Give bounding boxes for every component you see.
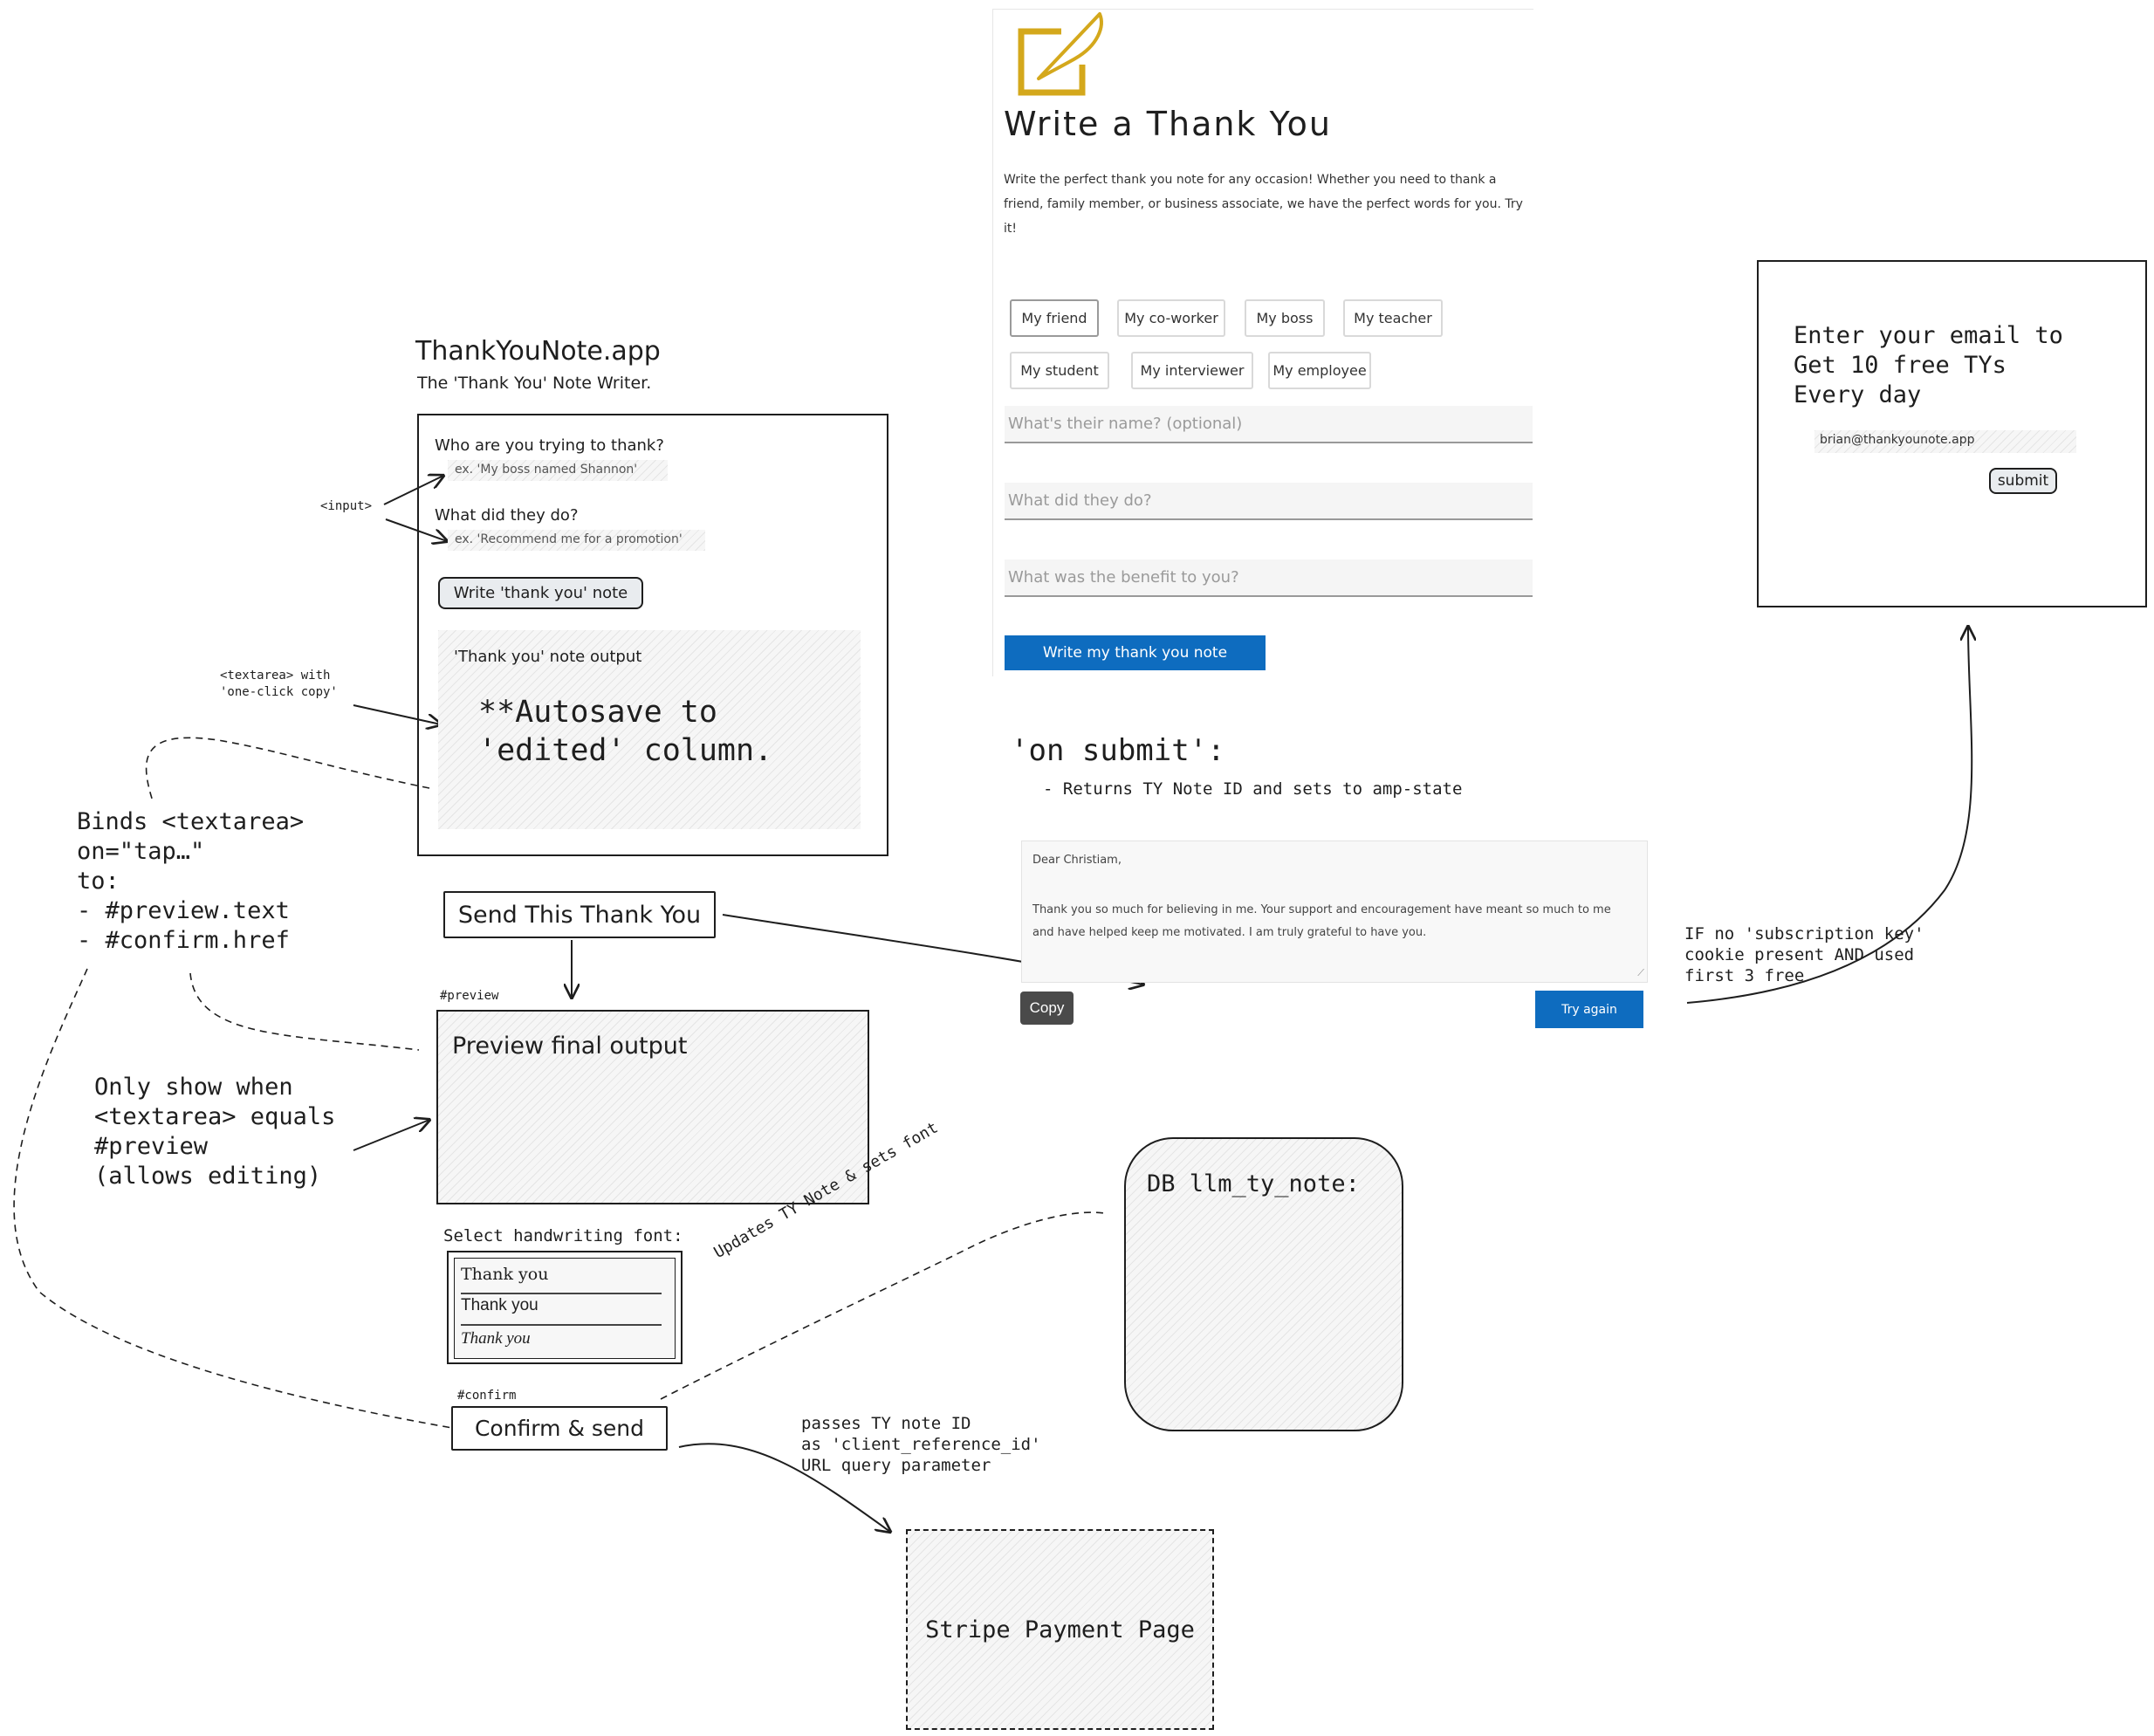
db-box: DB llm_ty_note: — [1124, 1137, 1403, 1431]
textarea-note: <textarea> with 'one-click copy' — [220, 669, 338, 699]
stripe-label: Stripe Payment Page — [925, 1616, 1195, 1643]
font-select[interactable]: Thank you Thank you Thank you — [447, 1251, 683, 1364]
font-option-3[interactable]: Thank you — [461, 1329, 531, 1348]
font-option-2[interactable]: Thank you — [461, 1296, 662, 1326]
input-tag-note: <input> — [320, 499, 373, 513]
chip-my-coworker[interactable]: My co-worker — [1117, 299, 1225, 337]
font-select-label: Select handwriting font: — [443, 1226, 683, 1245]
copy-button[interactable]: Copy — [1020, 992, 1074, 1025]
output-textarea[interactable]: 'Thank you' note output **Autosave to 'e… — [438, 630, 861, 829]
app-title: ThankYouNote.app — [415, 336, 661, 367]
email-modal: Enter your email to Get 10 free TYs Ever… — [1757, 260, 2147, 607]
mockup-panel — [992, 9, 1533, 676]
app-subtitle: The 'Thank You' Note Writer. — [417, 374, 652, 393]
resize-handle-icon[interactable]: ⟋ — [1637, 967, 1644, 978]
chip-my-employee[interactable]: My employee — [1268, 352, 1371, 389]
output-label: 'Thank you' note output — [454, 648, 642, 666]
name-field[interactable]: What's their name? (optional) — [1005, 406, 1533, 443]
preview-id: #preview — [440, 989, 499, 1003]
email-input[interactable]: brian@thankyounote.app — [1814, 430, 2076, 453]
try-again-button[interactable]: Try again — [1535, 991, 1643, 1028]
confirm-send-button[interactable]: Confirm & send — [451, 1406, 668, 1451]
binds-note: Binds <textarea> on="tap…" to: - #previe… — [77, 808, 305, 954]
if-no-subscription-note: IF no 'subscription key' cookie present … — [1684, 924, 1924, 985]
chip-my-interviewer[interactable]: My interviewer — [1131, 352, 1253, 389]
only-show-note: Only show when <textarea> equals #previe… — [94, 1074, 336, 1190]
chip-my-student[interactable]: My student — [1010, 352, 1109, 389]
write-note-button[interactable]: Write 'thank you' note — [438, 577, 643, 609]
q1-input[interactable]: ex. 'My boss named Shannon' — [448, 460, 668, 481]
chip-my-friend[interactable]: My friend — [1010, 299, 1099, 337]
result-greeting: Dear Christiam, — [1032, 854, 1122, 867]
on-submit-title: 'on submit': — [1011, 733, 1225, 768]
q2-label: What did they do? — [435, 506, 579, 525]
font-option-1[interactable]: Thank you — [461, 1265, 662, 1294]
pencil-square-icon — [1012, 10, 1110, 98]
preview-label: Preview final output — [452, 1033, 688, 1060]
preview-box: Preview final output — [436, 1010, 869, 1204]
send-thank-you-button[interactable]: Send This Thank You — [443, 891, 716, 938]
q1-label: Who are you trying to thank? — [435, 436, 664, 455]
q2-input[interactable]: ex. 'Recommend me for a promotion' — [448, 530, 705, 551]
stripe-payment-page: Stripe Payment Page — [906, 1529, 1214, 1730]
benefit-field[interactable]: What was the benefit to you? — [1005, 559, 1533, 597]
form-card — [417, 414, 888, 856]
result-body: Thank you so much for believing in me. Y… — [1032, 903, 1611, 939]
confirm-id: #confirm — [457, 1389, 517, 1403]
mockup-description: Write the perfect thank you note for any… — [1004, 173, 1523, 236]
email-modal-heading: Enter your email to Get 10 free TYs Ever… — [1794, 322, 2063, 408]
db-label: DB llm_ty_note: — [1147, 1170, 1360, 1197]
result-textarea[interactable]: Dear Christiam, Thank you so much for be… — [1021, 841, 1648, 983]
email-submit-button[interactable]: submit — [1989, 468, 2057, 494]
did-field[interactable]: What did they do? — [1005, 483, 1533, 520]
chip-my-boss[interactable]: My boss — [1245, 299, 1325, 337]
passes-note: passes TY note ID as 'client_reference_i… — [801, 1414, 1041, 1475]
on-submit-desc: - Returns TY Note ID and sets to amp-sta… — [1043, 779, 1463, 799]
output-text: **Autosave to 'edited' column. — [478, 695, 773, 768]
chip-my-teacher[interactable]: My teacher — [1343, 299, 1443, 337]
mockup-title: Write a Thank You — [1004, 105, 1333, 143]
write-my-note-button[interactable]: Write my thank you note — [1005, 635, 1266, 670]
